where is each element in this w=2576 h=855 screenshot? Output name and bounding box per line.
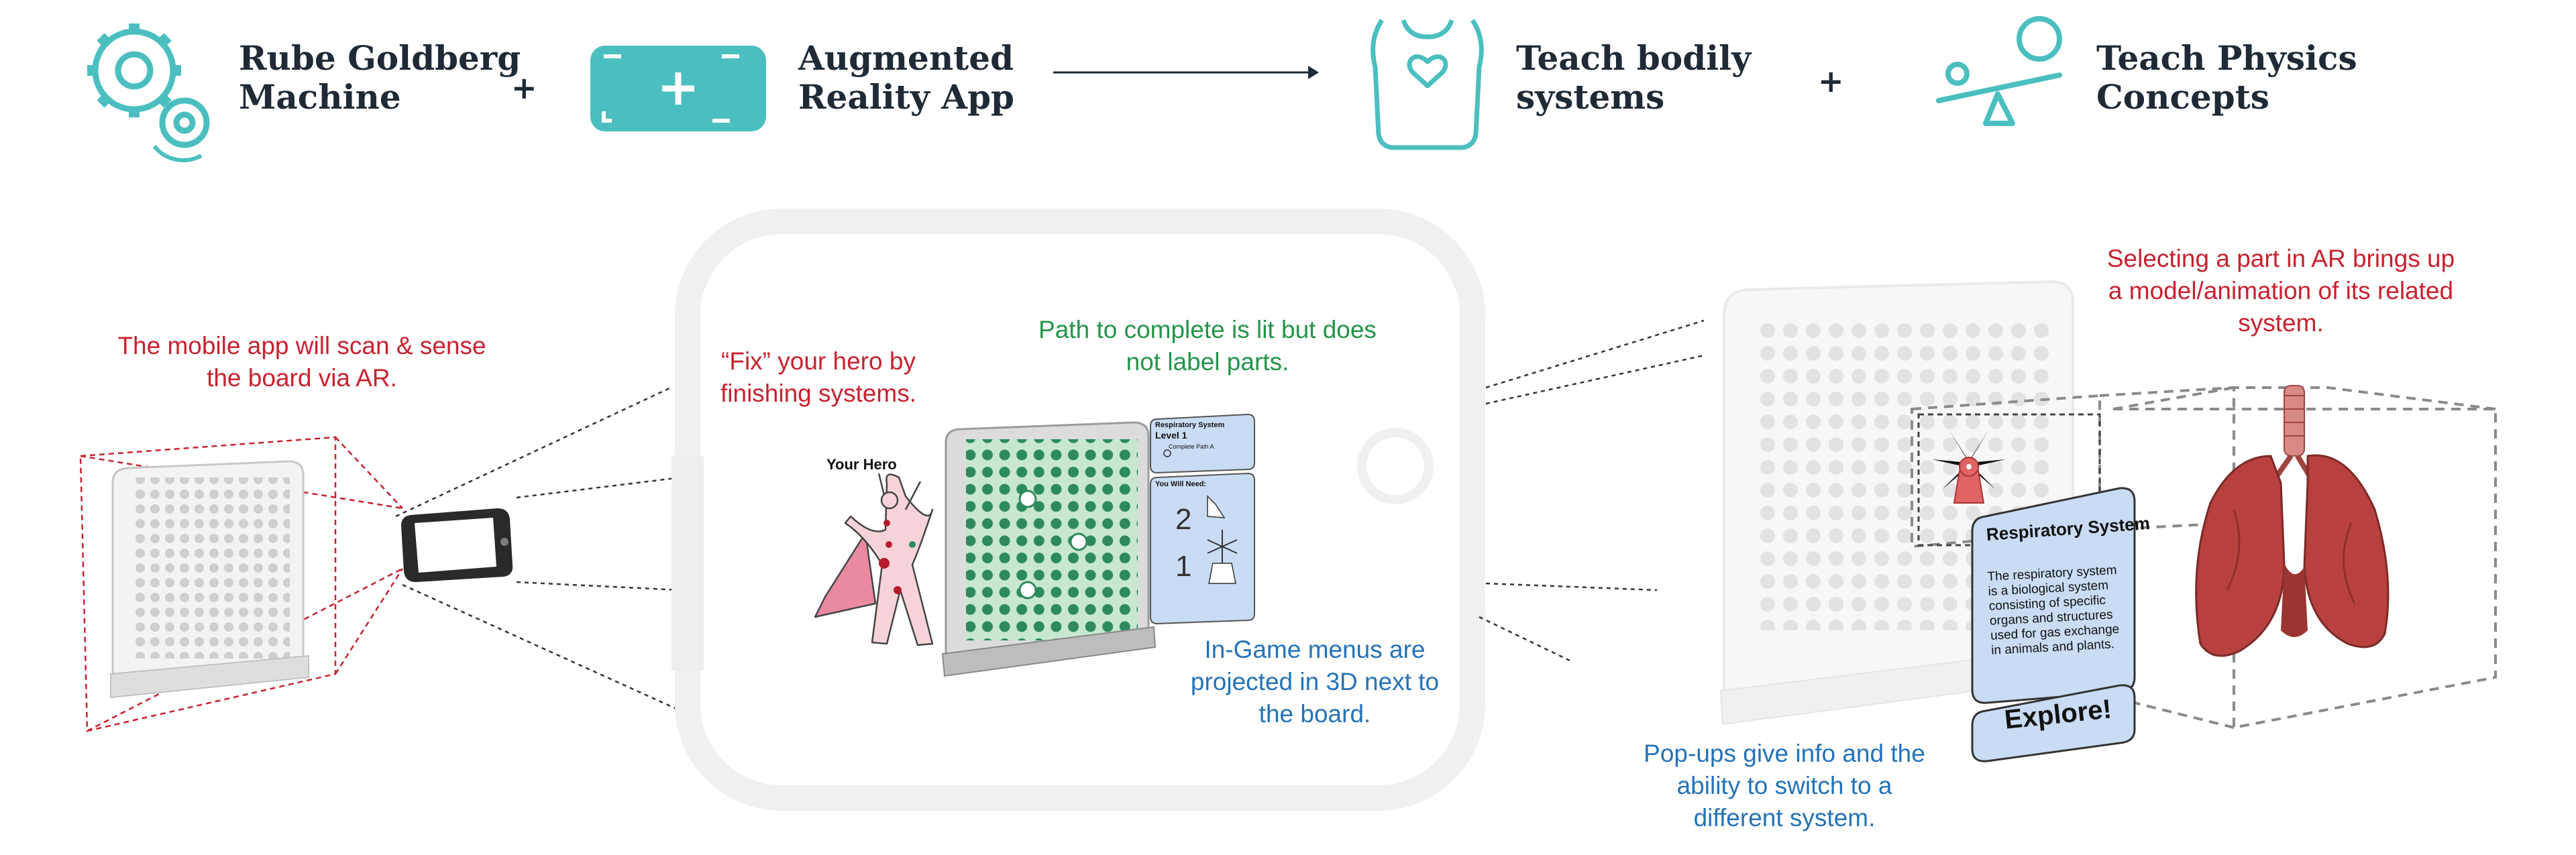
caption-line: not label parts. — [1126, 348, 1289, 376]
caption-line: projected in 3D next to — [1190, 668, 1440, 695]
game-menu-level-card: Respiratory System Level 1 Complete Path… — [1155, 421, 1252, 450]
caption-fix-hero: “Fix” your hero by finishing systems. — [684, 345, 953, 410]
header-line: Reality App — [798, 77, 1015, 117]
caption-line: system. — [2238, 309, 2324, 337]
lungs-model — [2195, 385, 2390, 657]
header-line: systems — [1516, 77, 1665, 117]
game-menu-cards — [1150, 413, 1255, 625]
explore-button-card[interactable] — [1971, 684, 2136, 762]
caption-line: different system. — [1693, 804, 1876, 832]
game-board-green — [941, 421, 1157, 677]
gears-icon — [87, 23, 210, 162]
caption-line: Path to complete is lit but does — [1038, 316, 1377, 343]
header-rube-goldberg: Rube Goldberg Machine — [239, 39, 521, 117]
caption-line: “Fix” your hero by — [721, 347, 916, 375]
game-menu-title: Respiratory System — [1155, 421, 1225, 429]
plus-sign: + — [1818, 63, 1844, 99]
game-menu-number: 2 — [1175, 503, 1192, 536]
caption-line: The mobile app will scan & sense — [117, 332, 486, 359]
caption-selecting: Selecting a part in AR brings up a model… — [2080, 243, 2482, 339]
game-menu-option: Complete Path A — [1169, 443, 1214, 450]
game-menu-number: 1 — [1175, 550, 1192, 583]
game-menu-need: You Will Need: — [1155, 480, 1207, 488]
arrow-right-icon — [1053, 66, 1319, 79]
caption-line: Selecting a part in AR brings up — [2106, 245, 2455, 272]
info-panel-body: The respiratory system is a biological s… — [1987, 563, 2126, 659]
projection-lines-right — [1479, 319, 1705, 662]
header-line: Teach bodily — [1516, 38, 1752, 78]
scan-phone — [401, 508, 513, 582]
header-line: Augmented — [798, 38, 1014, 78]
caption-line: a model/animation of its related — [2108, 277, 2454, 304]
torso-heart-icon — [1371, 19, 1484, 150]
header-physics-concepts: Teach Physics Concepts — [2096, 39, 2357, 117]
windmill-part-icon — [1917, 413, 2101, 547]
header-line: Concepts — [2096, 77, 2269, 117]
caption-line: the board via AR. — [207, 364, 397, 392]
projection-lines-left — [395, 386, 682, 712]
hero-label: Your Hero — [826, 456, 897, 473]
caption-scan: The mobile app will scan & sense the boa… — [80, 330, 523, 394]
seesaw-icon — [1936, 16, 2062, 126]
caption-popups: Pop-ups give info and the ability to swi… — [1597, 738, 1972, 834]
caption-line: finishing systems. — [720, 380, 916, 407]
caption-menus: In-Game menus are projected in 3D next t… — [1140, 634, 1489, 730]
caption-path: Path to complete is lit but does not lab… — [993, 314, 1422, 378]
header-line: Rube Goldberg — [239, 38, 521, 78]
game-menu-level: Level 1 — [1155, 430, 1187, 441]
ghost-board-large — [1719, 280, 2080, 726]
plus-sign: + — [511, 70, 537, 106]
caption-line: Pop-ups give info and the — [1644, 740, 1925, 767]
big-phone-outline — [672, 209, 1485, 811]
caption-line: In-Game menus are — [1204, 636, 1426, 663]
physical-board — [110, 460, 309, 699]
header-line: Teach Physics — [2096, 38, 2357, 78]
ar-phone-icon — [590, 46, 766, 131]
header-bodily-systems: Teach bodily systems — [1516, 39, 1751, 117]
caption-line: the board. — [1258, 700, 1371, 728]
caption-line: ability to switch to a — [1676, 772, 1892, 799]
header-line: Machine — [239, 77, 401, 117]
header-ar-app: Augmented Reality App — [798, 39, 1014, 117]
hero-figure — [814, 473, 934, 646]
